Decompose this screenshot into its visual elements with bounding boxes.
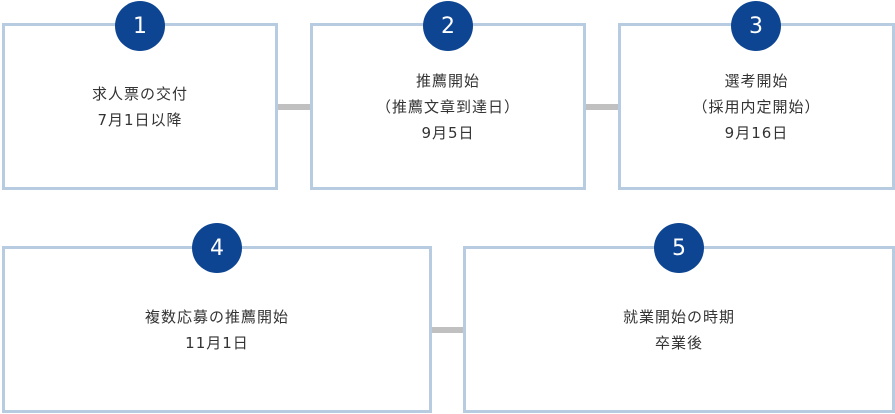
step-3-number-badge: 3 — [731, 1, 781, 51]
step-5-line-2: 卒業後 — [654, 333, 703, 352]
step-1-number-badge: 1 — [115, 1, 165, 51]
step-4-box: 複数応募の推薦開始 11月1日 — [2, 246, 432, 413]
step-5-line-1: 就業開始の時期 — [622, 307, 735, 326]
step-2-line-2: （推薦文章到達日） — [375, 97, 520, 116]
step-3-line-3: 9月16日 — [724, 123, 789, 142]
step-5-box: 就業開始の時期 卒業後 — [463, 246, 895, 413]
step-3-line-2: （採用内定開始） — [692, 97, 821, 116]
step-5-number-badge: 5 — [654, 223, 704, 273]
step-1-line-2: 7月1日以降 — [97, 110, 183, 129]
step-4-line-1: 複数応募の推薦開始 — [144, 307, 289, 326]
step-4-line-2: 11月1日 — [185, 333, 249, 352]
step-2-line-3: 9月5日 — [421, 123, 475, 142]
step-2-line-1: 推薦開始 — [415, 71, 480, 90]
step-2-number-badge: 2 — [423, 1, 473, 51]
connector-4-5 — [431, 327, 464, 333]
connector-1-2 — [277, 104, 311, 110]
step-1-line-1: 求人票の交付 — [91, 84, 188, 103]
connector-2-3 — [585, 104, 619, 110]
step-4-number-badge: 4 — [192, 223, 242, 273]
step-3-line-1: 選考開始 — [724, 71, 789, 90]
